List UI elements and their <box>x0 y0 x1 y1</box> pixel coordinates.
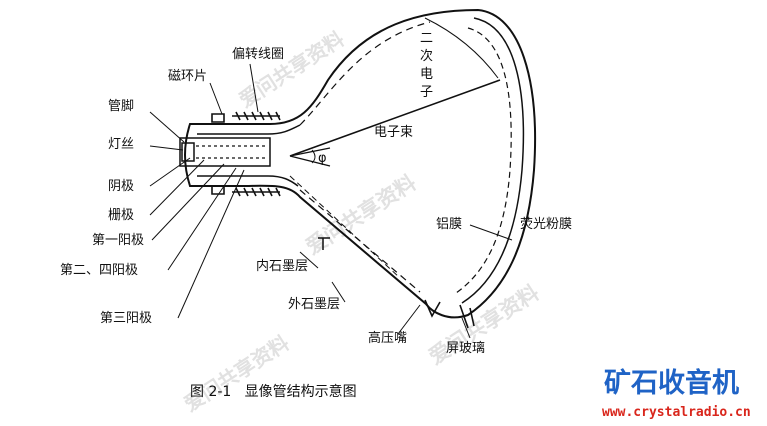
brand-url: www.crystalradio.cn <box>602 405 751 420</box>
label-pin: 管脚 <box>108 98 134 114</box>
label-secondary-4: 子 <box>420 85 433 100</box>
electron-gun <box>179 137 271 167</box>
stand-mark <box>318 237 330 250</box>
watermark-1: 爱问共享资料 <box>235 27 349 112</box>
diagram-labels: 偏转线圈 磁环片 管脚 灯丝 阴极 栅极 第一阳极 第二、四阳极 第三阳极 内石… <box>60 31 572 356</box>
label-secondary-3: 电 <box>420 67 433 82</box>
deflection-coil-top <box>232 111 281 121</box>
beam-angle-arc <box>311 149 316 164</box>
label-secondary: 二 次 电 子 <box>420 31 433 100</box>
label-cathode: 阴极 <box>108 179 134 194</box>
label-filament: 灯丝 <box>108 137 134 152</box>
leader-lines <box>149 63 513 339</box>
label-secondary-1: 二 <box>420 31 433 46</box>
label-ring: 磁环片 <box>168 69 207 84</box>
magnetic-ring <box>211 113 225 195</box>
label-beam: 电子束 <box>374 125 413 140</box>
neck-inner <box>197 124 301 187</box>
gun-cathode <box>181 142 195 162</box>
electron-beam <box>289 79 501 157</box>
label-coil: 偏转线圈 <box>232 47 284 62</box>
label-anode24: 第二、四阳极 <box>60 263 138 278</box>
label-inner-graphite: 内石墨层 <box>256 258 308 274</box>
gun-electrodes <box>196 145 268 159</box>
label-screen: 屏玻璃 <box>446 341 485 356</box>
secondary-electron-path <box>424 17 499 79</box>
phosphor-layer <box>455 27 512 294</box>
brand-logo: 矿石收音机 www.crystalradio.cn <box>602 367 751 420</box>
label-phosphor: 荧光粉膜 <box>520 217 572 232</box>
label-secondary-2: 次 <box>420 48 433 64</box>
label-anode3: 第三阳极 <box>100 311 152 326</box>
beam-cone <box>289 147 331 167</box>
watermark-group: 爱问共享资料 爱问共享资料 爱问共享资料 爱问共享资料 <box>180 27 544 416</box>
label-angle: φ <box>318 151 327 166</box>
label-outer-graphite: 外石墨层 <box>288 297 340 312</box>
crt-tube <box>179 8 537 329</box>
field-dashed-line <box>289 175 401 279</box>
label-grid: 栅极 <box>108 208 134 223</box>
label-anode1: 第一阳极 <box>92 233 144 248</box>
brand-name: 矿石收音机 <box>604 367 739 399</box>
figure-caption: 图 2-1 显像管结构示意图 <box>190 383 357 400</box>
watermark-4: 爱问共享资料 <box>180 331 294 416</box>
deflection-coil-bottom <box>232 187 281 197</box>
label-aluminum: 铝膜 <box>436 217 462 232</box>
label-hv: 高压嘴 <box>368 330 407 346</box>
glass-envelope <box>184 8 537 319</box>
hv-terminal <box>424 299 475 329</box>
screen-layer <box>461 17 525 304</box>
